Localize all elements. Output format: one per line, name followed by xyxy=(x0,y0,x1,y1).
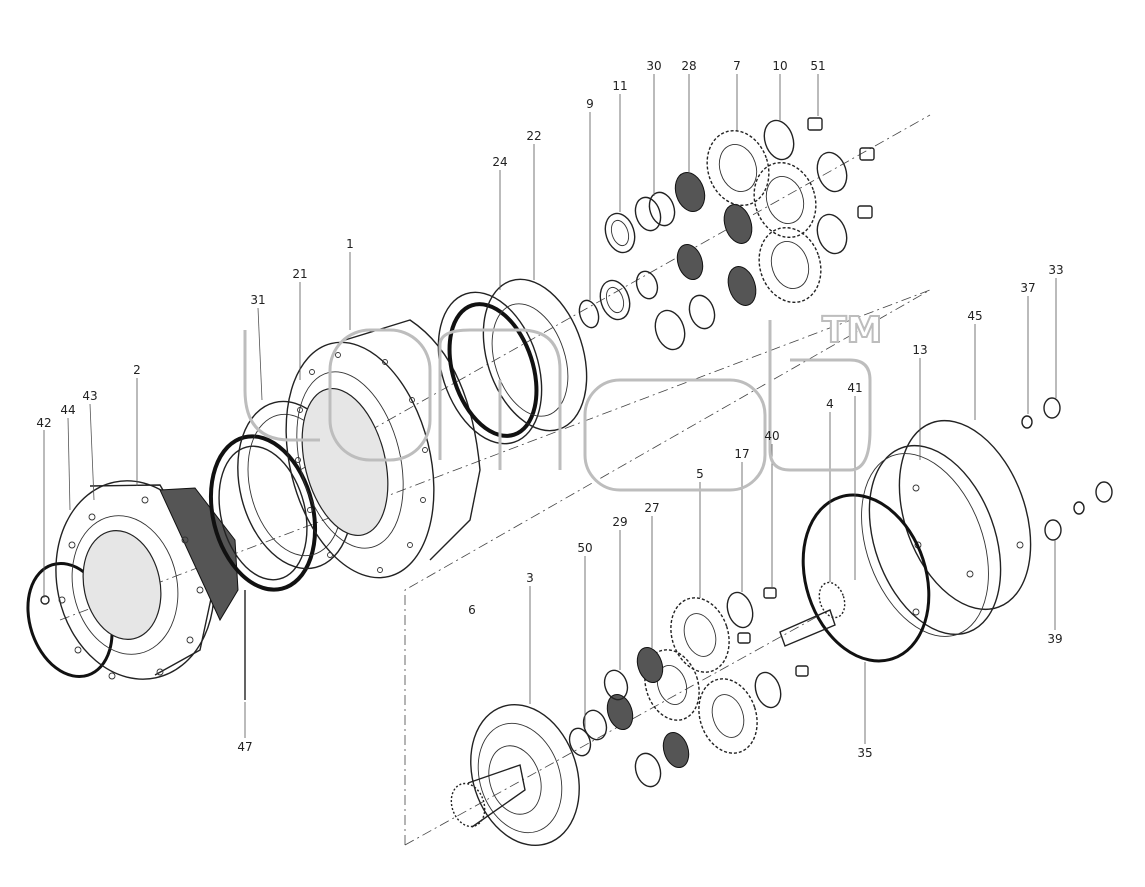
callout-10: 10 xyxy=(772,59,787,73)
callout-31: 31 xyxy=(250,293,265,307)
part-4-sun-shaft xyxy=(779,581,846,647)
part-37-washer xyxy=(1021,415,1085,515)
callout-7: 7 xyxy=(733,59,741,73)
part-30-bushing xyxy=(634,191,716,351)
part-45-end-cover xyxy=(861,419,1032,637)
part-39-plug xyxy=(1044,519,1062,541)
assembly-axis-lines xyxy=(59,114,931,846)
callout-2: 2 xyxy=(133,363,141,377)
part-1-main-housing xyxy=(285,319,481,579)
callout-21: 21 xyxy=(292,267,307,281)
watermark-tm: TM xyxy=(822,310,882,351)
part-3-carrier xyxy=(470,703,580,847)
part-11-washer-lower xyxy=(599,279,631,321)
part-17-thrust-plate xyxy=(726,591,782,709)
callout-47: 47 xyxy=(237,740,252,754)
part-51-bolts xyxy=(807,117,875,219)
callout-5: 5 xyxy=(696,467,704,481)
part-2-flange-housing xyxy=(55,480,239,680)
part-11-washer-upper xyxy=(604,212,636,254)
watermark-logo: TM xyxy=(243,309,883,492)
callout-37: 37 xyxy=(1020,281,1035,295)
callout-9: 9 xyxy=(586,97,594,111)
callout-39: 39 xyxy=(1047,632,1062,646)
callout-35: 35 xyxy=(857,746,872,760)
callout-50: 50 xyxy=(577,541,592,555)
part-35-o-ring xyxy=(801,493,931,663)
part-27-needle-bearing xyxy=(606,646,690,769)
callout-6: 6 xyxy=(468,603,476,617)
callout-51: 51 xyxy=(810,59,825,73)
callout-27: 27 xyxy=(644,501,659,515)
callout-45: 45 xyxy=(967,309,982,323)
callout-40: 40 xyxy=(764,429,779,443)
callout-43: 43 xyxy=(82,389,97,403)
part-9-washer xyxy=(578,299,600,329)
callout-41: 41 xyxy=(847,381,862,395)
callout-29: 29 xyxy=(612,515,627,529)
leader-lines xyxy=(43,74,1057,744)
callout-42: 42 xyxy=(36,416,51,430)
part-5-planet-gears xyxy=(644,597,758,754)
part-28-needle-bearing xyxy=(674,171,757,306)
callout-11: 11 xyxy=(612,79,627,93)
part-43-pin xyxy=(40,595,50,605)
callout-1: 1 xyxy=(346,237,354,251)
part-7-planet-gears xyxy=(706,129,822,304)
part-40-bolt xyxy=(737,587,809,677)
callout-13: 13 xyxy=(912,343,927,357)
callout-4: 4 xyxy=(826,397,834,411)
part-29-bushing xyxy=(582,669,662,788)
callout-30: 30 xyxy=(646,59,661,73)
callout-28: 28 xyxy=(681,59,696,73)
callout-24: 24 xyxy=(492,155,507,169)
callout-3: 3 xyxy=(526,571,534,585)
part-33-plug xyxy=(1043,397,1113,503)
part-24-ring xyxy=(437,291,543,445)
callout-22: 22 xyxy=(526,129,541,143)
callout-33: 33 xyxy=(1048,263,1063,277)
part-6-input-gear xyxy=(450,764,526,828)
callout-labels: 42 44 43 2 31 21 1 24 22 9 11 30 28 7 10… xyxy=(36,59,1063,760)
callout-44: 44 xyxy=(60,403,75,417)
callout-17: 17 xyxy=(734,447,749,461)
part-50-washer xyxy=(568,727,592,757)
part-10-thrust-plates xyxy=(763,119,848,255)
